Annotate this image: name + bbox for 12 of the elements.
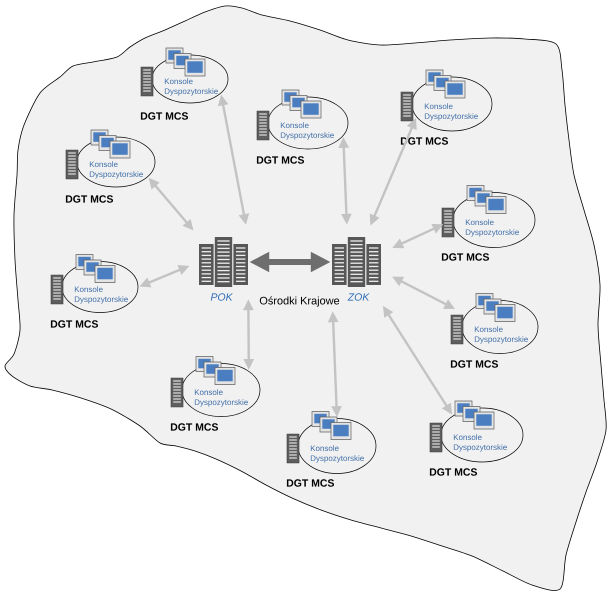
node-label: POK	[210, 293, 233, 301]
node-caption: DGT MCS	[442, 253, 490, 261]
node-caption: DGT MCS	[450, 360, 498, 368]
node-caption: DGT MCS	[256, 156, 304, 164]
node-caption: DGT MCS	[170, 423, 218, 431]
node-caption: DGT MCS	[430, 468, 478, 476]
node-caption: DGT MCS	[140, 112, 188, 120]
node-caption: DGT MCS	[66, 195, 114, 203]
node-caption: DGT MCS	[50, 320, 98, 328]
node-label: ZOK	[348, 293, 370, 301]
node-caption: DGT MCS	[286, 479, 334, 487]
group-label: Ośrodki Krajowe	[260, 296, 340, 307]
